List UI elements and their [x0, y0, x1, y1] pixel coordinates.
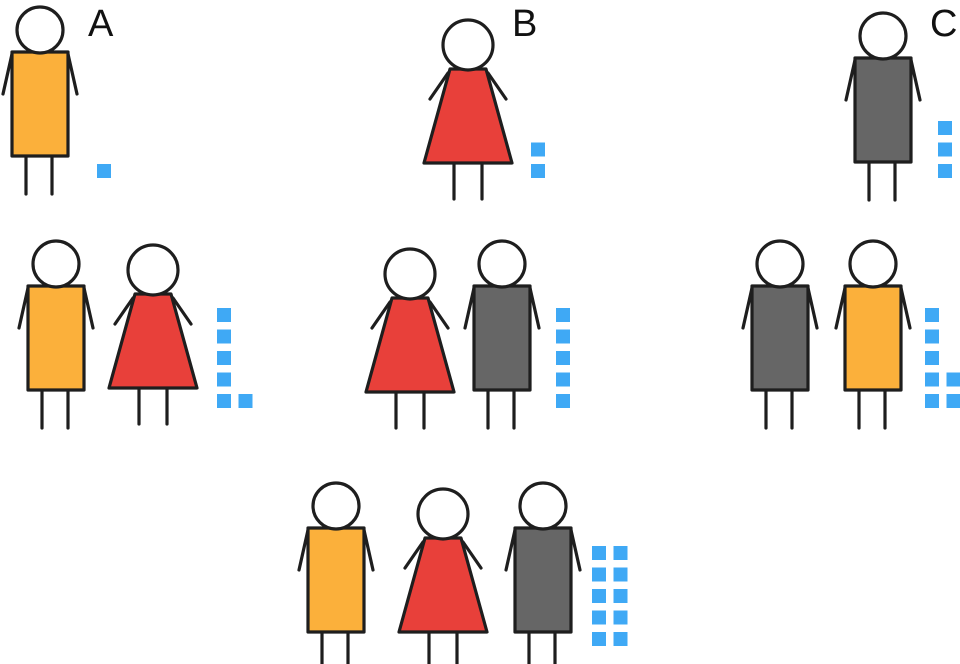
arm-left — [113, 296, 135, 326]
body — [472, 284, 532, 392]
value-square — [925, 329, 939, 344]
label-b: B — [512, 3, 537, 45]
person-b-ab — [107, 243, 199, 426]
person-c-bc — [463, 239, 541, 430]
head — [518, 481, 568, 531]
value-square — [556, 351, 570, 365]
body — [843, 284, 903, 392]
value-squares-bc — [556, 308, 570, 408]
body — [750, 284, 810, 392]
dress — [422, 67, 514, 165]
head — [477, 239, 527, 289]
value-square — [97, 164, 111, 178]
value-squares-a — [97, 164, 111, 178]
value-square — [217, 329, 231, 344]
value-squares-c — [938, 121, 952, 178]
body — [853, 56, 913, 164]
value-square — [613, 567, 628, 582]
arm-right — [428, 300, 450, 330]
head — [383, 247, 437, 301]
dress — [364, 296, 456, 394]
value-square — [938, 121, 952, 135]
value-squares-ab — [217, 308, 253, 408]
dress — [397, 536, 489, 634]
value-square — [946, 372, 960, 387]
head — [416, 487, 470, 541]
dress — [107, 292, 199, 390]
value-square — [925, 351, 939, 365]
head — [31, 239, 81, 289]
value-square — [556, 329, 570, 344]
value-square — [613, 610, 628, 625]
value-square — [217, 351, 231, 365]
person-b-b — [422, 18, 514, 201]
arm-left — [403, 540, 425, 570]
value-squares-ca — [925, 308, 960, 408]
person-c-c — [844, 11, 922, 202]
arm-right — [171, 296, 193, 326]
head — [441, 18, 495, 72]
value-square — [556, 394, 570, 408]
value-square — [938, 142, 952, 157]
arm-left — [428, 71, 450, 101]
head — [15, 5, 65, 55]
person-b-abc — [397, 487, 489, 664]
value-square — [613, 632, 628, 646]
label-c: C — [930, 3, 957, 45]
value-squares-abc — [592, 546, 628, 646]
value-square — [217, 372, 231, 387]
value-square — [946, 394, 960, 408]
value-square — [531, 164, 545, 178]
value-square — [592, 589, 606, 603]
value-square — [925, 372, 939, 387]
value-square — [556, 308, 570, 322]
arm-left — [370, 300, 392, 330]
body — [10, 50, 70, 158]
head — [858, 11, 908, 61]
value-square — [613, 546, 628, 560]
body — [306, 526, 366, 634]
value-square — [592, 546, 606, 560]
person-c-abc — [504, 481, 582, 664]
value-square — [925, 308, 939, 322]
head — [311, 481, 361, 531]
body — [26, 284, 86, 392]
head — [848, 239, 898, 289]
value-square — [238, 394, 253, 408]
value-square — [531, 142, 545, 157]
value-square — [925, 394, 939, 408]
value-square — [217, 308, 231, 322]
person-a-a — [1, 5, 79, 196]
head — [755, 239, 805, 289]
person-a-abc — [297, 481, 375, 664]
person-a-ca — [834, 239, 912, 430]
value-square — [592, 567, 606, 582]
value-square — [556, 372, 570, 387]
person-b-bc — [364, 247, 456, 430]
value-square — [592, 632, 606, 646]
arm-right — [461, 540, 483, 570]
value-square — [938, 164, 952, 178]
head — [126, 243, 180, 297]
value-squares-b — [531, 142, 545, 178]
value-square — [613, 589, 628, 603]
value-square — [217, 394, 231, 408]
arm-right — [486, 71, 508, 101]
person-a-ab — [17, 239, 95, 430]
label-a: A — [88, 3, 114, 45]
person-c-ca — [741, 239, 819, 430]
body — [513, 526, 573, 634]
value-square — [592, 610, 606, 625]
